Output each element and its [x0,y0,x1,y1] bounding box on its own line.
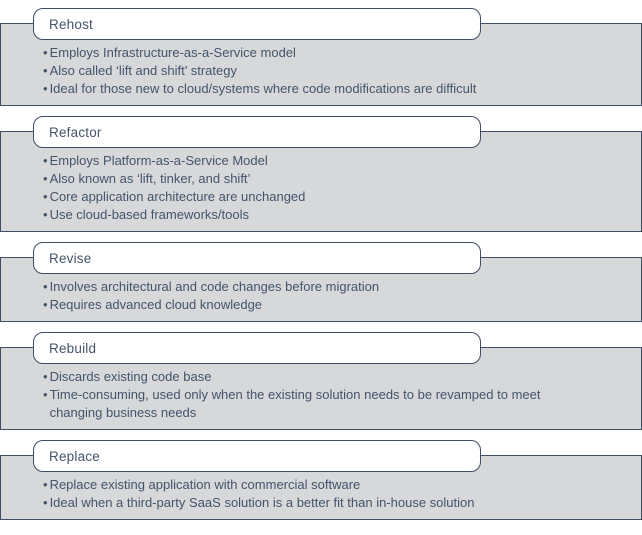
bullet-marker: • [43,171,48,186]
section-title: Replace [49,448,100,464]
section-revise: Revise • Involves architectural and code… [0,242,642,322]
bullet-item: • Ideal when a third-party SaaS solution… [43,494,593,512]
bullet-marker: • [43,63,48,78]
section-header-revise: Revise [33,242,481,274]
bullet-marker: • [43,153,48,168]
bullet-marker: • [43,279,48,294]
bullet-text: Involves architectural and code changes … [49,279,380,294]
bullet-marker: • [43,477,48,492]
bullet-text: Ideal for those new to cloud/systems whe… [49,81,477,96]
section-header-refactor: Refactor [33,116,481,148]
section-replace: Replace • Replace existing application w… [0,440,642,520]
bullet-item: • Also known as ‘lift, tinker, and shift… [43,170,593,188]
section-rebuild: Rebuild • Discards existing code base • … [0,332,642,430]
bullet-text: Requires advanced cloud knowledge [49,297,263,312]
bullet-text: Core application architecture are unchan… [49,189,306,204]
bullet-text: Also called ‘lift and shift’ strategy [49,63,237,78]
bullet-text: Also known as ‘lift, tinker, and shift’ [49,171,251,186]
section-title: Revise [49,250,92,266]
section-rehost: Rehost • Employs Infrastructure-as-a-Ser… [0,8,642,106]
bullet-text: Replace existing application with commer… [49,477,361,492]
bullet-text: Employs Platform-as-a-Service Model [49,153,268,168]
bullet-text: Employs Infrastructure-as-a-Service mode… [49,45,296,60]
bullet-item: • Employs Infrastructure-as-a-Service mo… [43,44,593,62]
bullet-marker: • [43,207,48,222]
section-refactor: Refactor • Employs Platform-as-a-Service… [0,116,642,232]
bullet-item: • Core application architecture are unch… [43,188,593,206]
bullet-marker: • [43,369,48,384]
bullet-marker: • [43,297,48,312]
bullet-marker: • [43,387,48,402]
bullet-item: • Use cloud-based frameworks/tools [43,206,593,224]
bullet-item: • Requires advanced cloud knowledge [43,296,593,314]
bullet-item: • Employs Platform-as-a-Service Model [43,152,593,170]
bullet-item: • Time-consuming, used only when the exi… [43,386,593,422]
bullet-item: • Discards existing code base [43,368,593,386]
bullet-text: Time-consuming, used only when the exist… [49,387,541,420]
bullet-text: Use cloud-based frameworks/tools [49,207,249,222]
bullet-text: Discards existing code base [49,369,212,384]
section-header-replace: Replace [33,440,481,472]
bullet-marker: • [43,495,48,510]
bullet-marker: • [43,45,48,60]
section-title: Rehost [49,16,93,32]
bullet-item: • Ideal for those new to cloud/systems w… [43,80,593,98]
bullet-item: • Involves architectural and code change… [43,278,593,296]
section-header-rehost: Rehost [33,8,481,40]
bullet-item: • Replace existing application with comm… [43,476,593,494]
bullet-marker: • [43,189,48,204]
section-header-rebuild: Rebuild [33,332,481,364]
bullet-text: Ideal when a third-party SaaS solution i… [49,495,475,510]
bullet-item: • Also called ‘lift and shift’ strategy [43,62,593,80]
bullet-marker: • [43,81,48,96]
section-title: Refactor [49,124,102,140]
section-title: Rebuild [49,340,97,356]
